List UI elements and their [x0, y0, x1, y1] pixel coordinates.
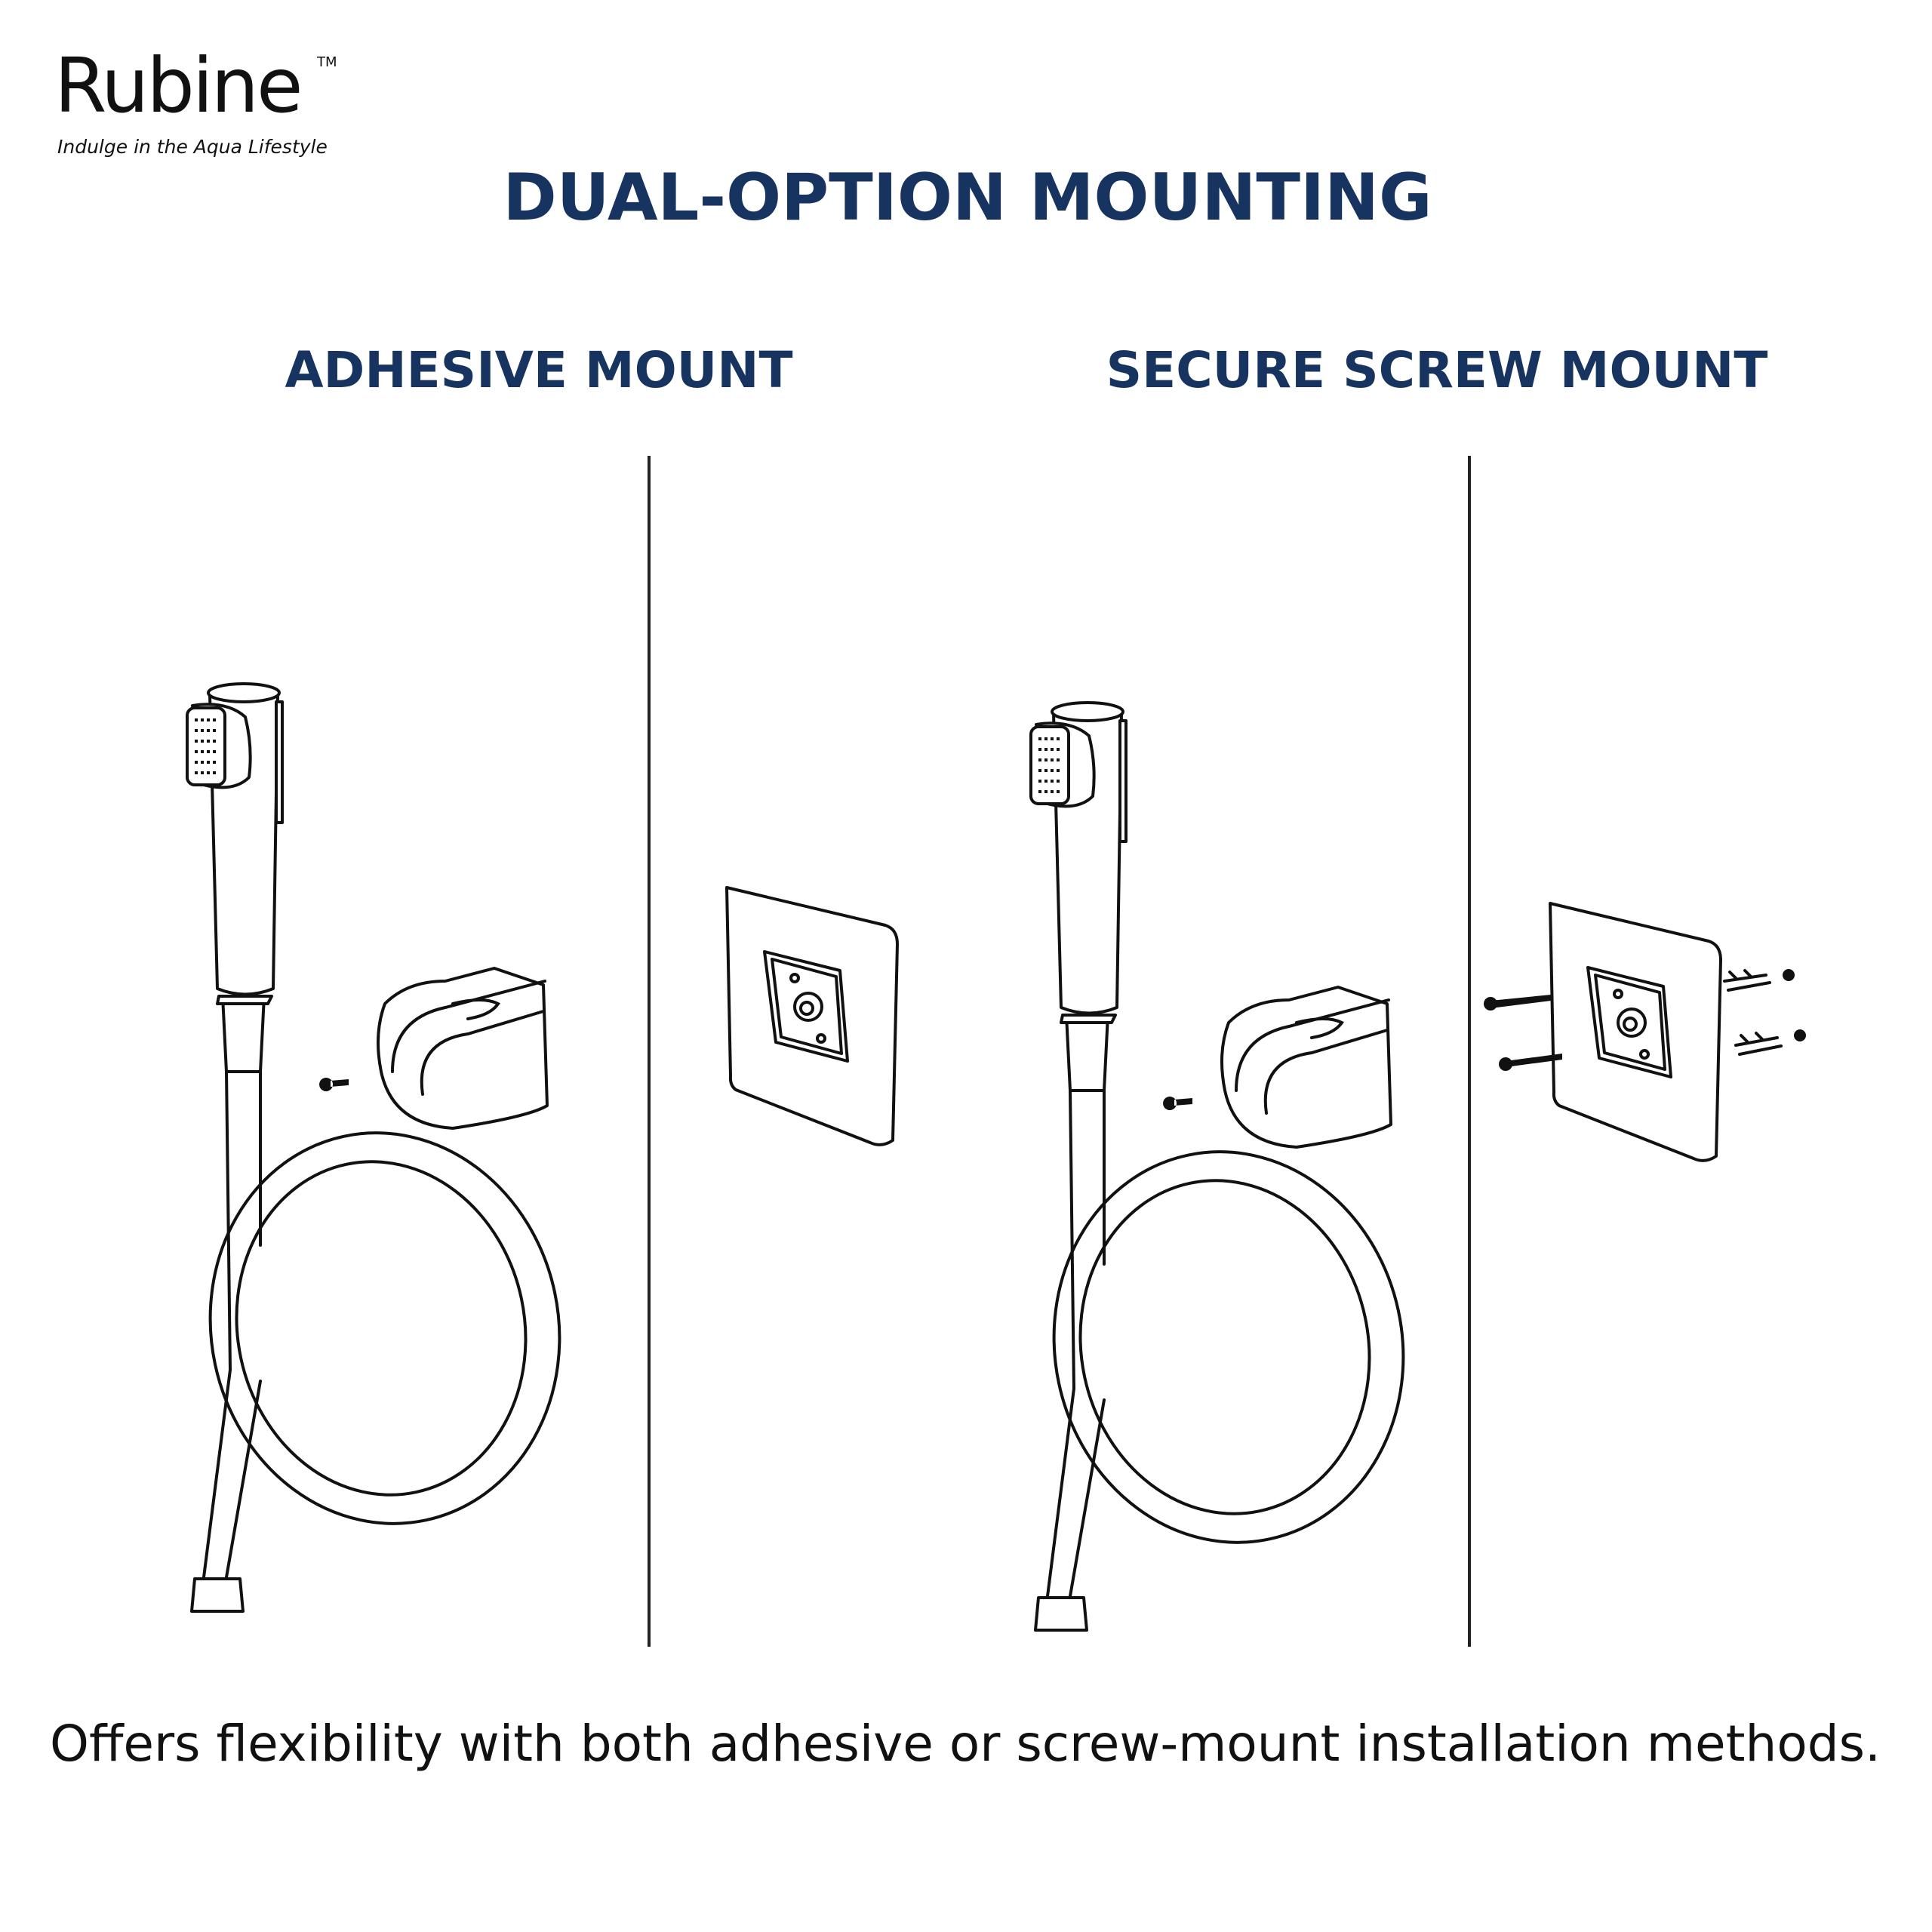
section-heading-screw: SECURE SCREW MOUNT — [1106, 341, 1768, 399]
screw-plate-illustration — [1549, 902, 1722, 1162]
logo-brand: Rubine — [54, 42, 301, 130]
adhesive-plate-illustration — [725, 886, 899, 1146]
hand-shower-illustration-adhesive — [172, 682, 598, 1613]
section-heading-adhesive: ADHESIVE MOUNT — [285, 341, 792, 399]
logo-tagline: Indulge in the Aqua Lifestyle — [57, 136, 328, 158]
wall-anchors-icon — [1723, 969, 1806, 1056]
screws-icon — [1484, 995, 1562, 1071]
caption: Offers flexibility with both adhesive or… — [50, 1715, 1881, 1773]
logo-trademark: TM — [316, 54, 337, 70]
page-title: DUAL-OPTION MOUNTING — [503, 160, 1432, 235]
brand-logo: Rubine TM Indulge in the Aqua Lifestyle — [54, 42, 337, 158]
hand-shower-illustration-screw — [1016, 701, 1441, 1632]
